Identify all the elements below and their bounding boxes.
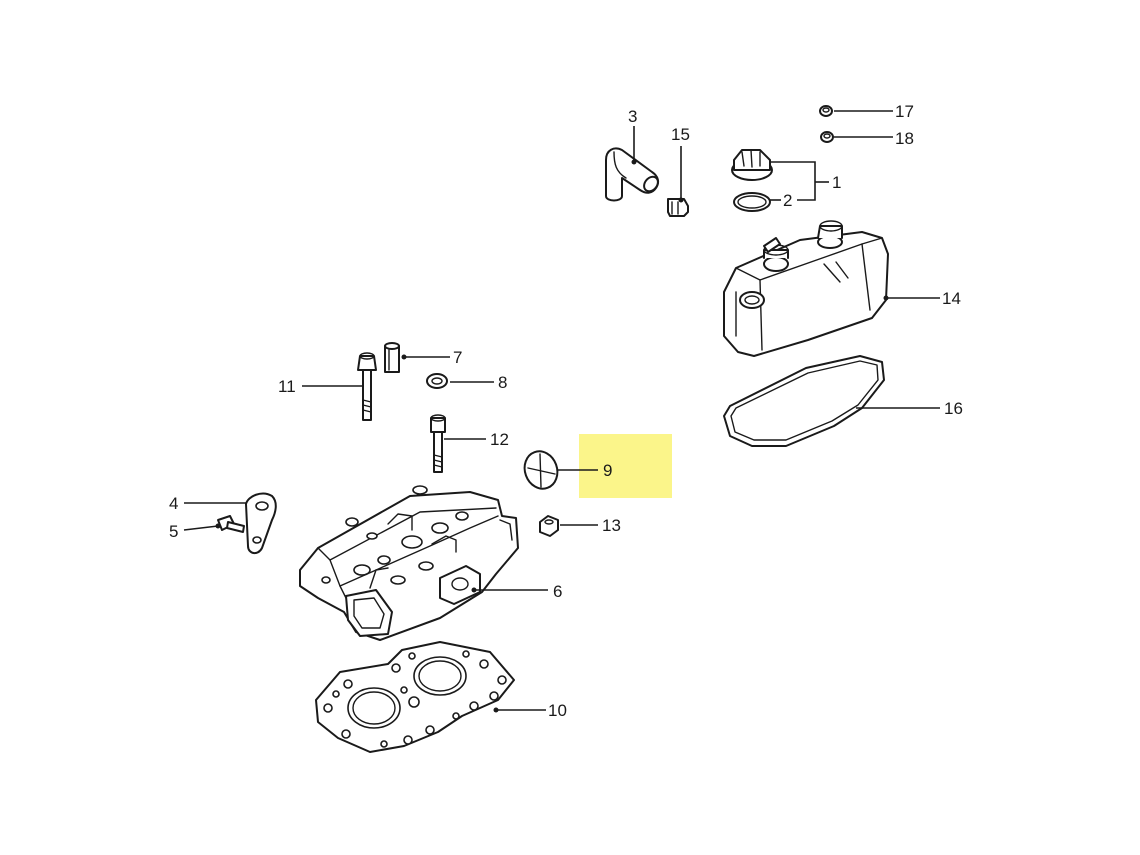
part-18-washer[interactable] xyxy=(820,131,834,143)
callout-11: 11 xyxy=(278,377,296,396)
part-14-rocker-cover[interactable] xyxy=(723,220,889,357)
part-5-bolt[interactable] xyxy=(217,515,245,533)
callout-2: 2 xyxy=(783,191,792,210)
highlight-box-part-9 xyxy=(579,434,672,498)
callout-16: 16 xyxy=(944,399,963,418)
part-6-cylinder-head[interactable] xyxy=(299,485,519,641)
part-8-washer[interactable] xyxy=(426,373,448,389)
part-7-sleeve[interactable] xyxy=(384,342,400,373)
callout-6: 6 xyxy=(553,582,562,601)
part-12-bolt[interactable] xyxy=(430,414,446,473)
callout-3: 3 xyxy=(628,107,637,126)
part-17-nut[interactable] xyxy=(819,105,833,117)
part-10-head-gasket[interactable] xyxy=(315,641,515,753)
part-2-o-ring[interactable] xyxy=(733,192,771,212)
part-9-plug[interactable] xyxy=(519,447,562,494)
part-4-bracket[interactable] xyxy=(245,492,277,554)
part-13-nut[interactable] xyxy=(539,515,559,537)
callout-7: 7 xyxy=(453,348,462,367)
callout-14: 14 xyxy=(942,289,961,308)
part-3-hose-elbow[interactable] xyxy=(605,147,661,202)
callout-18: 18 xyxy=(895,129,914,148)
callout-5: 5 xyxy=(169,522,178,541)
callout-12: 12 xyxy=(490,430,509,449)
callout-17: 17 xyxy=(895,102,914,121)
callout-13: 13 xyxy=(602,516,621,535)
leader-lines xyxy=(183,110,940,713)
part-16-cover-gasket[interactable] xyxy=(723,355,885,447)
callout-15: 15 xyxy=(671,125,690,144)
callout-4: 4 xyxy=(169,494,178,513)
part-11-long-bolt[interactable] xyxy=(357,352,377,421)
callout-8: 8 xyxy=(498,373,507,392)
part-1-filler-cap[interactable] xyxy=(731,149,773,181)
part-15-fitting[interactable] xyxy=(667,198,689,217)
callout-labels: 1 2 3 4 5 6 7 8 9 10 11 12 13 14 15 16 1… xyxy=(169,102,963,720)
callout-9: 9 xyxy=(603,461,612,480)
callout-1: 1 xyxy=(832,173,841,192)
callout-10: 10 xyxy=(548,701,567,720)
